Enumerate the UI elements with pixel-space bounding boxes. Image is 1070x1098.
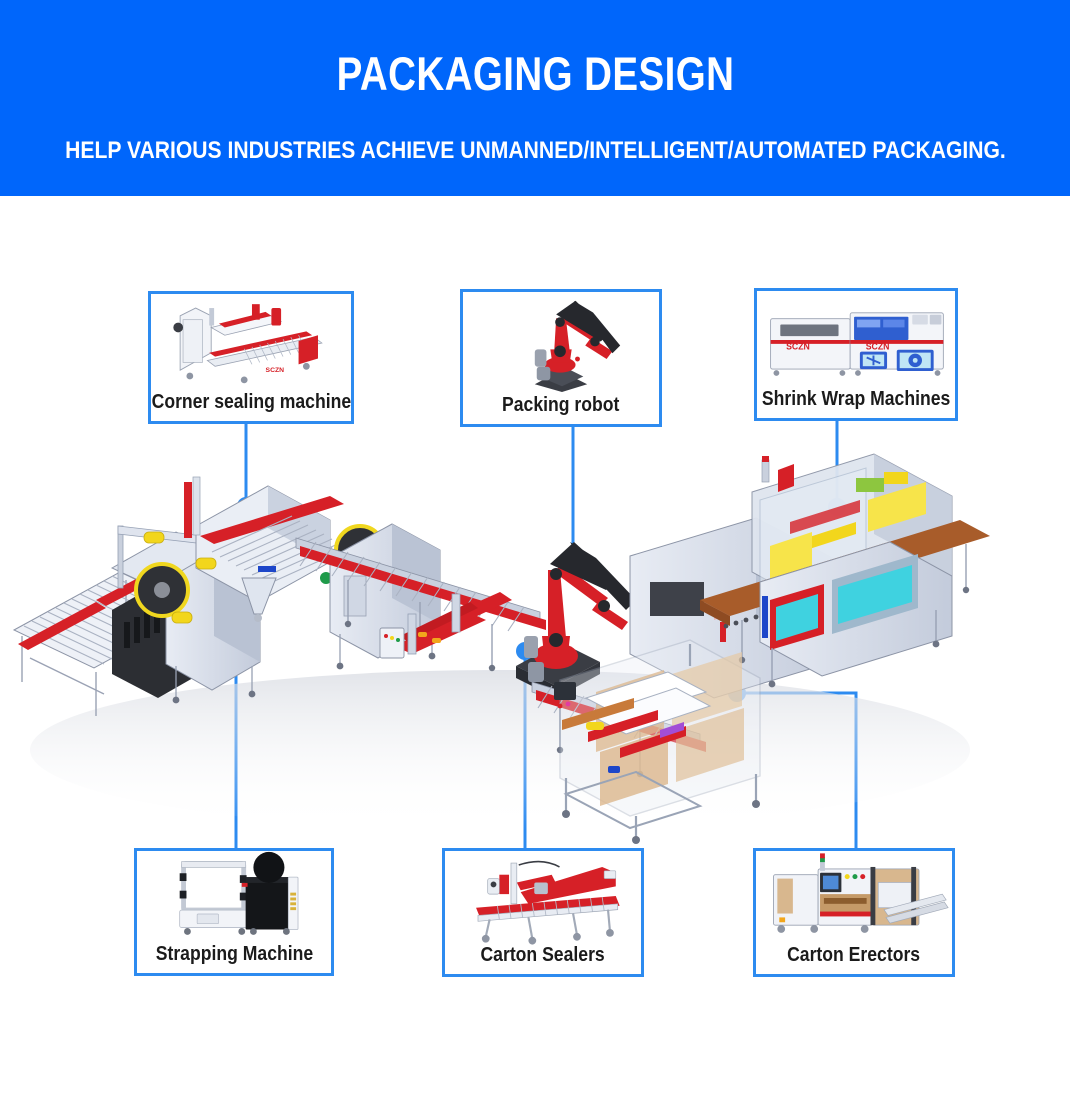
packing-robot-photo <box>463 292 659 395</box>
carton-erector-section <box>554 639 761 844</box>
corner-sealing-machine-photo: SCZN <box>151 294 351 392</box>
card-label-packing-robot: Packing robot <box>502 394 620 416</box>
card-label-carton-sealers: Carton Sealers <box>480 944 606 966</box>
right-machine-section <box>629 453 990 699</box>
page-subtitle: HELP VARIOUS INDUSTRIES ACHIEVE UNMANNED… <box>64 136 1006 164</box>
carton-erector-photo <box>756 851 952 945</box>
svg-text:SCZN: SCZN <box>866 342 890 352</box>
card-carton-erectors[interactable]: Carton Erectors <box>753 848 955 977</box>
header-banner: PACKAGING DESIGN HELP VARIOUS INDUSTRIES… <box>0 0 1070 196</box>
left-conveyor-section <box>12 476 349 716</box>
shrink-wrap-machine-photo: SCZN SCZN <box>757 291 955 389</box>
card-packing-robot[interactable]: Packing robot <box>460 289 662 427</box>
card-label-shrink-wrap-machines: Shrink Wrap Machines <box>761 388 951 410</box>
card-carton-sealers[interactable]: Carton Sealers <box>442 848 644 977</box>
svg-text:SCZN: SCZN <box>786 342 810 352</box>
strapping-machine-photo <box>137 851 331 944</box>
card-label-strapping-machine: Strapping Machine <box>155 943 313 965</box>
card-label-corner-sealing-machine: Corner sealing machine <box>151 391 351 413</box>
page-title: PACKAGING DESIGN <box>336 46 734 100</box>
card-shrink-wrap-machines[interactable]: SCZN SCZN <box>754 288 958 421</box>
card-corner-sealing-machine[interactable]: SCZN Corner sealing machine <box>148 291 354 424</box>
card-strapping-machine[interactable]: Strapping Machine <box>134 848 334 976</box>
production-line-illustration <box>12 453 990 844</box>
svg-text:SCZN: SCZN <box>266 367 285 374</box>
carton-sealer-photo <box>445 851 641 945</box>
card-label-carton-erectors: Carton Erectors <box>787 944 921 966</box>
